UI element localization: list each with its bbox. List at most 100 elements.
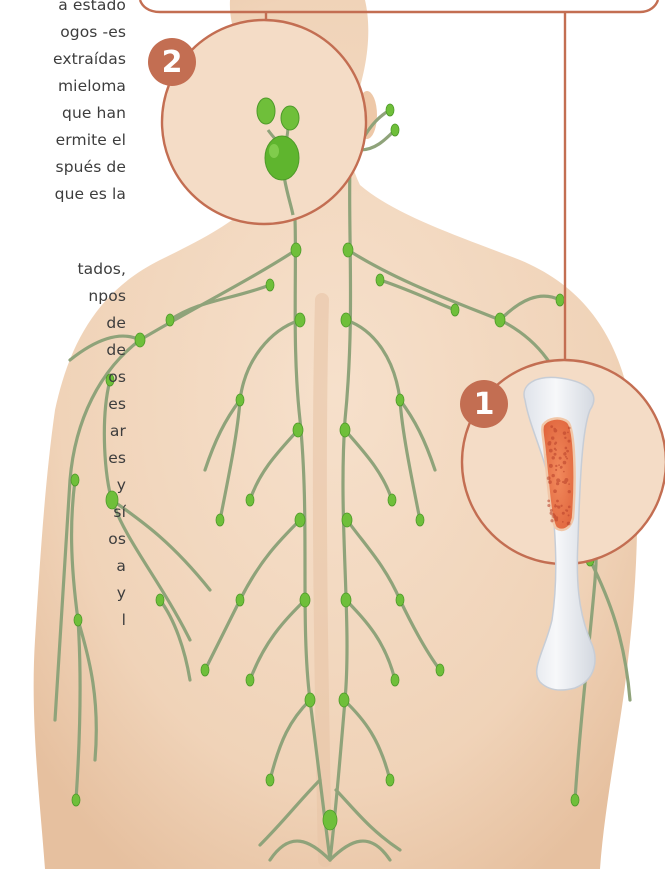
marrow-cell [547,500,550,503]
text-line: npos [88,285,126,307]
marrow-cell [563,431,567,435]
lymph-node [166,314,174,326]
marrow-cell [558,464,560,466]
lymph-node [388,494,396,506]
lymph-node [391,124,399,136]
text-line: ar [110,420,126,442]
text-line: a [116,555,126,577]
marrow-cell [559,457,562,460]
marrow-cell [550,509,553,512]
text-line: sí [113,501,126,523]
text-line: mieloma [58,75,126,97]
text-line: l [122,609,126,631]
lymph-node [246,494,254,506]
marrow-cell [566,450,569,453]
lymph-node [156,594,164,606]
marrow-cell [554,443,556,445]
marrow-cell [555,518,559,522]
marrow-cell [568,514,570,516]
text-line: de [106,312,126,334]
text-line: es [108,447,126,469]
text-line: y [117,474,126,496]
marrow-cell [552,513,556,517]
lymph-node [386,774,394,786]
marrow-cell [567,440,570,443]
lymph-node [201,664,209,676]
lymph-node [571,794,579,806]
marrow-cell [556,500,559,503]
text-line: os [108,528,126,550]
lymph-node [386,104,394,116]
lymph-node [216,514,224,526]
lymph-node [556,294,564,306]
marrow-cell [565,509,567,511]
callout-number-1: 1 [460,380,508,428]
lymph-node [416,514,424,526]
marrow-cell [548,481,551,484]
text-line: tados, [77,258,126,280]
marrow-cell [568,427,571,430]
text-line: os [108,366,126,388]
lymph-node [376,274,384,286]
marrow-cell [560,505,562,507]
marrow-cell [549,464,553,468]
marrow-cell [565,456,567,458]
lymph-node [495,313,505,327]
text-line: de [106,339,126,361]
marrow-cell [551,436,554,439]
text-line: a estado [58,0,126,16]
marrow-cell [555,469,557,471]
lymph-node [436,664,444,676]
marrow-cell [556,478,560,482]
marrow-cell [553,489,557,493]
marrow-cell [556,482,559,485]
lymph-node [295,513,305,527]
lymph-node [236,394,244,406]
lymph-node [340,423,350,437]
marrow-cell [563,480,567,484]
marrow-cell [567,432,569,434]
lymph-node [391,674,399,686]
lymph-node [396,594,404,606]
text-line: ermite el [56,129,126,151]
marrow-cell [554,453,557,456]
lymph-node [323,810,337,830]
lymph-node [396,394,404,406]
marrow-cell [547,476,551,480]
lymph-node [236,594,244,606]
marrow-cell [555,504,557,506]
lymph-node [305,693,315,707]
text-line: ogos -es [60,21,126,43]
callout-box-edge [140,0,658,12]
marrow-cell [560,466,562,468]
marrow-cell [567,522,571,526]
marrow-cell [554,448,556,450]
lymph-node [341,313,351,327]
lymph-node [342,513,352,527]
lymph-node [266,279,274,291]
text-line: extraídas [53,48,126,70]
text-line: que es la [55,183,126,205]
lymph-node [135,333,145,347]
lymph-node [343,243,353,257]
marrow-cell [563,461,567,465]
marrow-cell [550,519,553,522]
marrow-cell [553,428,556,431]
text-line: y [117,582,126,604]
text-line: que han [62,102,126,124]
marrow-cell [551,474,554,477]
lymph-node [246,674,254,686]
marrow-cell [562,512,565,515]
marrow-cell [548,441,551,444]
lymph-node [293,423,303,437]
marrow-cell [552,456,555,459]
marrow-cell [568,505,571,508]
marrow-cell [550,425,553,428]
marrow-cell [568,483,570,485]
marrow-cell [563,471,565,473]
text-line: es [108,393,126,415]
text-line: spués de [56,156,126,178]
lymph-node [339,693,349,707]
marrow-cell [557,506,560,509]
